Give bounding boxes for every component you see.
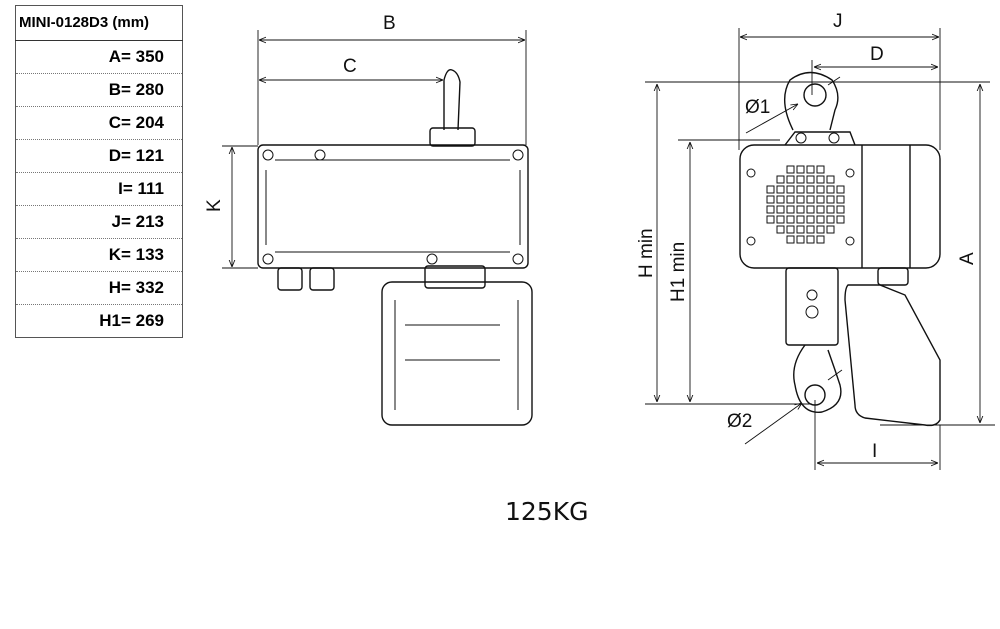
dimension-table: MINI-0128D3 (mm) A= 350 B= 280 C= 204 D=… (15, 5, 183, 338)
grid-square (816, 175, 825, 184)
table-header: MINI-0128D3 (mm) (15, 5, 183, 41)
grid-square (766, 195, 775, 204)
side-view: J D H min H1 min A I Ø1 Ø2 (636, 11, 995, 470)
grid-square (826, 215, 835, 224)
grid-square (766, 205, 775, 214)
grid-square (776, 175, 785, 184)
dim-label-d: D (870, 44, 884, 65)
grid-square (776, 195, 785, 204)
grid-square (806, 165, 815, 174)
dim-label-h-min: H min (636, 228, 657, 278)
table-row-c: C= 204 (15, 106, 183, 140)
capacity-caption: 125KG (505, 497, 589, 526)
scale-body (257, 144, 529, 269)
grid-square (816, 205, 825, 214)
table-row-b: B= 280 (15, 73, 183, 107)
front-view: B C K (204, 13, 533, 426)
grid-square (796, 215, 805, 224)
dim-label-j: J (833, 11, 843, 32)
grid-square (836, 215, 845, 224)
top-hook (784, 71, 839, 131)
dim-label-c: C (343, 56, 357, 77)
grid-square (796, 185, 805, 194)
table-row-h1: H1= 269 (99, 311, 164, 330)
dim-label-b: B (383, 13, 396, 34)
table-row-d: D= 121 (15, 139, 183, 173)
grid-square (816, 235, 825, 244)
grid-square (786, 165, 795, 174)
grid-square (826, 175, 835, 184)
grid-square (796, 175, 805, 184)
grid-square (786, 195, 795, 204)
scale-body (739, 144, 941, 269)
dia1-label: Ø1 (745, 97, 770, 118)
grid-square (806, 175, 815, 184)
dim-label-k: K (204, 199, 225, 212)
grid-square (776, 215, 785, 224)
top-hook (443, 69, 461, 131)
grid-square (826, 195, 835, 204)
grid-square (836, 185, 845, 194)
table-row-h: H= 332 (15, 271, 183, 305)
grid-square (776, 185, 785, 194)
grid-square (786, 205, 795, 214)
grid-square (776, 205, 785, 214)
display-grid (766, 165, 845, 244)
grid-square (806, 235, 815, 244)
grid-square (786, 235, 795, 244)
grid-square (806, 215, 815, 224)
grid-square (806, 195, 815, 204)
table-row-k: K= 133 (15, 238, 183, 272)
grid-square (786, 225, 795, 234)
grid-square (806, 205, 815, 214)
dim-label-h1-min: H1 min (668, 242, 689, 302)
dim-label-a: A (957, 252, 978, 265)
grid-square (816, 225, 825, 234)
grid-square (826, 205, 835, 214)
grid-square (836, 205, 845, 214)
remote-control (844, 284, 941, 427)
bottom-hook (793, 344, 842, 413)
dia2-label: Ø2 (727, 411, 752, 432)
grid-square (826, 225, 835, 234)
grid-square (786, 175, 795, 184)
grid-square (816, 165, 825, 174)
grid-square (796, 195, 805, 204)
grid-square (796, 225, 805, 234)
grid-square (806, 225, 815, 234)
table-row-i: I= 111 (15, 172, 183, 206)
grid-square (826, 185, 835, 194)
grid-square (766, 215, 775, 224)
grid-square (776, 225, 785, 234)
grid-square (796, 165, 805, 174)
grid-square (786, 215, 795, 224)
grid-square (806, 185, 815, 194)
grid-square (816, 215, 825, 224)
grid-square (816, 185, 825, 194)
grid-square (786, 185, 795, 194)
grid-square (836, 195, 845, 204)
grid-square (766, 185, 775, 194)
dim-label-i: I (872, 441, 877, 462)
grid-square (816, 195, 825, 204)
table-row-a: A= 350 (15, 40, 183, 74)
grid-square (796, 205, 805, 214)
table-row-j: J= 213 (15, 205, 183, 239)
remote-control (381, 281, 533, 426)
grid-square (796, 235, 805, 244)
